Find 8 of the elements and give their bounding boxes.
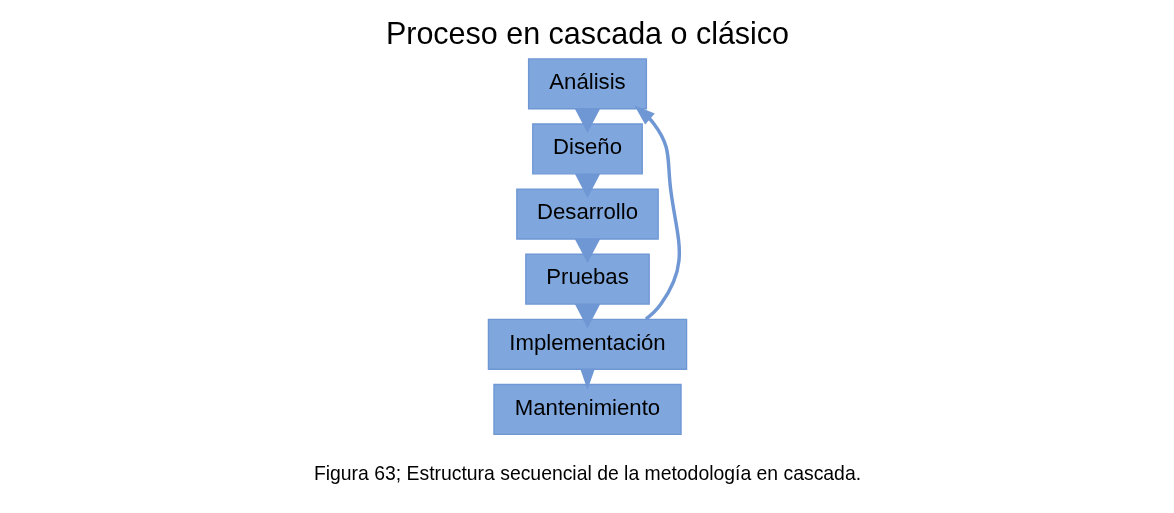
node-box: Mantenimiento bbox=[492, 383, 682, 435]
arrow bbox=[633, 104, 681, 320]
node-box: Pruebas bbox=[524, 253, 650, 305]
node-box: Análisis bbox=[527, 57, 647, 109]
node-box: Diseño bbox=[531, 122, 643, 175]
caption: Figura 63; Estructura secuencial de la metodología en cascada. bbox=[313, 461, 861, 484]
diagram-title: Proceso en cascada o clásico bbox=[385, 15, 789, 50]
node-box: Desarrollo bbox=[515, 187, 659, 240]
